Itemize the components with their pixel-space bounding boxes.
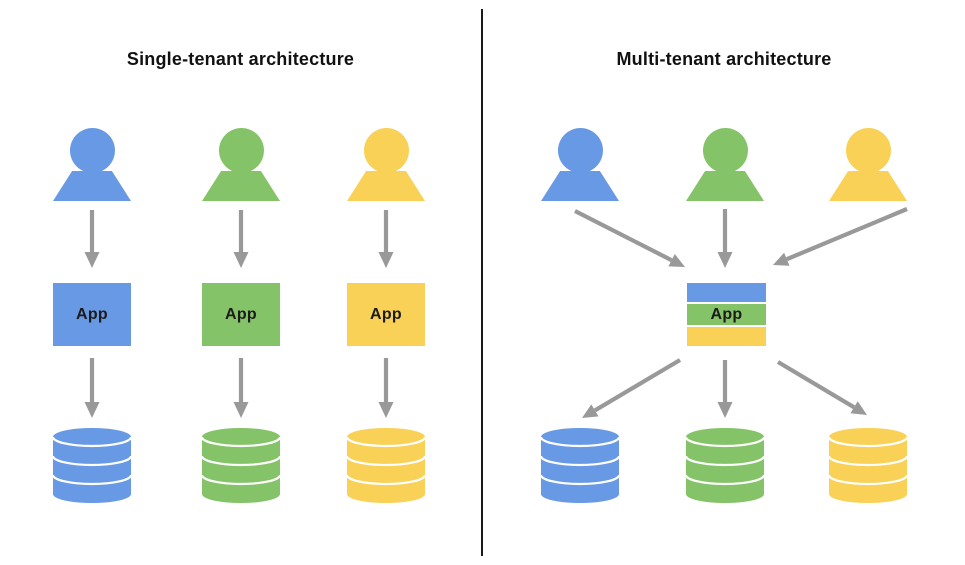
arrow-app-to-db-green — [233, 358, 249, 418]
stripe-yellow — [687, 327, 766, 346]
database-icon-blue-multi — [540, 428, 620, 503]
stripe-blue — [687, 283, 766, 302]
app-label: App — [75, 305, 108, 323]
user-icon-blue-multi — [541, 128, 619, 201]
user-torso — [202, 171, 280, 201]
user-torso — [53, 171, 131, 201]
arrow-app-to-db-yellow — [378, 358, 394, 418]
user-head — [702, 128, 748, 173]
database-icon-green-multi — [685, 428, 765, 503]
user-torso — [829, 171, 907, 201]
user-icon-yellow-multi — [829, 128, 907, 201]
arrow-shared-app-to-db-blue — [582, 358, 682, 418]
database-icon-yellow-multi — [828, 428, 908, 503]
user-head — [363, 128, 409, 173]
user-head — [69, 128, 115, 173]
app-label: App — [710, 305, 743, 323]
user-icon-blue-single — [53, 128, 131, 201]
app-box-blue: App — [53, 283, 131, 346]
arrow-app-to-db-blue — [84, 358, 100, 418]
app-label-container: App — [687, 283, 766, 346]
user-torso — [541, 171, 619, 201]
app-box-shared-multi-tenant: App — [687, 283, 766, 346]
user-icon-yellow-single — [347, 128, 425, 201]
single-tenant-title: Single-tenant architecture — [126, 49, 355, 69]
arrow-user-to-app-green — [233, 210, 249, 268]
arrow-shared-app-to-db-yellow — [776, 360, 867, 415]
app-box-yellow: App — [347, 283, 425, 346]
arrow-yellow-user-to-shared-app — [773, 207, 908, 266]
arrow-user-to-app-yellow — [378, 210, 394, 268]
multi-tenant-title: Multi-tenant architecture — [616, 49, 832, 69]
database-icon-blue-single — [52, 428, 132, 503]
user-head — [218, 128, 264, 173]
user-icon-green-multi — [686, 128, 764, 201]
database-icon-green-single — [201, 428, 281, 503]
arrow-shared-app-to-db-green — [717, 360, 733, 418]
arrow-user-to-app-blue — [84, 210, 100, 268]
user-torso — [686, 171, 764, 201]
arrow-green-user-to-shared-app — [717, 209, 733, 268]
panel-divider-line — [481, 9, 483, 556]
app-label: App — [224, 305, 257, 323]
app-label: App — [369, 305, 402, 323]
user-icon-green-single — [202, 128, 280, 201]
app-box-green: App — [202, 283, 280, 346]
stripe-green — [687, 304, 766, 325]
user-head — [557, 128, 603, 173]
user-head — [845, 128, 891, 173]
arrow-blue-user-to-shared-app — [574, 209, 685, 267]
database-icon-yellow-single — [346, 428, 426, 503]
user-torso — [347, 171, 425, 201]
